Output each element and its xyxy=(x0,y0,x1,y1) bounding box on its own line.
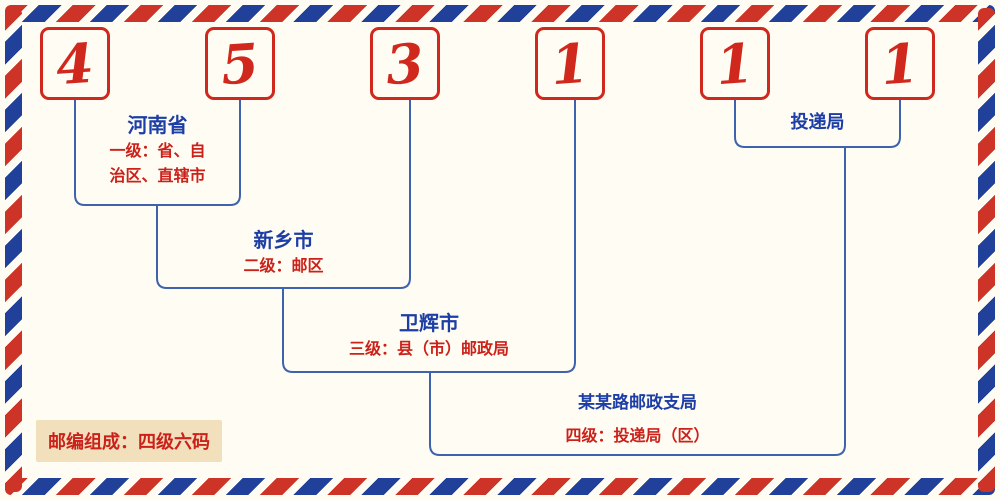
level3-label: 卫辉市 三级：县（市）邮政局 xyxy=(283,311,575,362)
airmail-border-right xyxy=(978,8,995,492)
level2-label: 新乡市 二级：邮区 xyxy=(157,228,410,279)
level1-desc-line2: 治区、直辖市 xyxy=(109,168,206,185)
digit-box-4: 1 xyxy=(535,27,605,100)
delivery-place: 投递局 xyxy=(790,112,845,132)
level1-place: 河南省 xyxy=(127,115,188,137)
level1-desc-line1: 一级：省、自 xyxy=(109,143,206,160)
composition-note: 邮编组成：四级六码 xyxy=(36,420,222,462)
digit-box-2: 5 xyxy=(205,27,275,100)
digit-box-1: 4 xyxy=(40,27,110,100)
digit-2: 5 xyxy=(219,30,261,97)
digit-4: 1 xyxy=(549,30,591,97)
level3-place: 卫辉市 xyxy=(399,313,459,335)
airmail-border-left xyxy=(5,8,22,492)
level4-desc: 四级：投递局（区） xyxy=(565,428,710,445)
digit-3: 3 xyxy=(384,30,426,97)
airmail-border-bottom xyxy=(5,478,995,495)
airmail-border-top xyxy=(5,5,995,22)
delivery-label: 投递局 xyxy=(735,109,900,135)
level4-label: 某某路邮政支局 四级：投递局（区） xyxy=(430,392,845,449)
digit-1: 4 xyxy=(54,30,96,97)
level1-label: 河南省 一级：省、自 治区、直辖市 xyxy=(75,113,240,189)
level2-place: 新乡市 xyxy=(253,230,314,252)
digit-box-5: 1 xyxy=(700,27,770,100)
level2-desc: 二级：邮区 xyxy=(243,258,324,275)
digit-6: 1 xyxy=(879,30,921,97)
digit-box-6: 1 xyxy=(865,27,935,100)
digit-box-3: 3 xyxy=(370,27,440,100)
level3-desc: 三级：县（市）邮政局 xyxy=(348,341,509,358)
digit-5: 1 xyxy=(714,30,756,97)
level4-place: 某某路邮政支局 xyxy=(578,393,697,412)
